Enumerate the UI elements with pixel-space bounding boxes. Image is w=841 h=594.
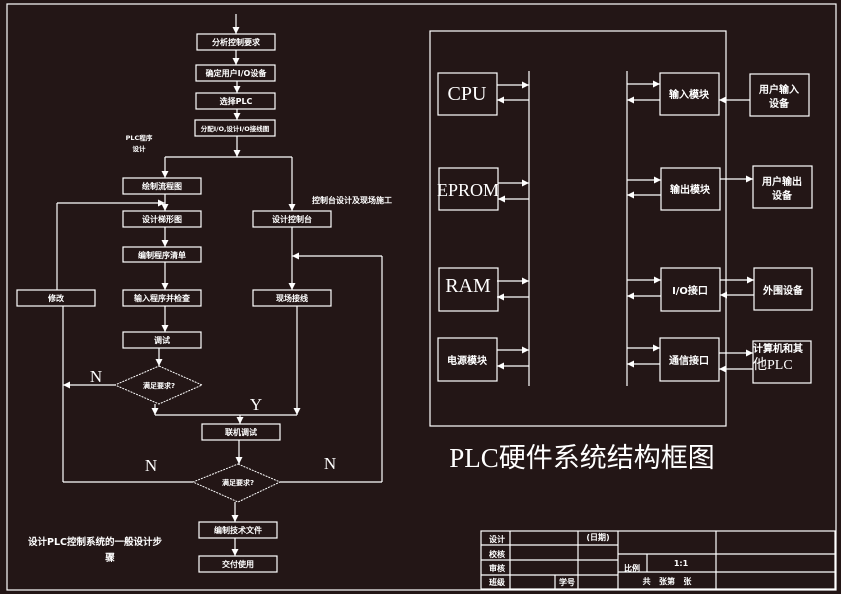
value-scale: 1:1 xyxy=(674,559,689,568)
label-student-no: 学号 xyxy=(559,577,575,587)
device-label-computer-1: 计算机和其 xyxy=(753,342,803,355)
label-date: (日期) xyxy=(586,532,609,542)
label-review: 审核 xyxy=(489,563,505,573)
design-flowchart: 分析控制要求 确定用户I/O设备 选择PLC 分配I/O,设计I/O接线图 PL… xyxy=(16,14,392,573)
step-box-input-program xyxy=(122,289,202,307)
step-label-wiring: 现场接线 xyxy=(276,293,308,303)
module-label-eprom: EPROM xyxy=(437,180,499,200)
module-box-cpu xyxy=(437,72,498,116)
step-box-assign-io xyxy=(194,119,276,137)
label-y-1: Y xyxy=(250,395,262,414)
device-box-user-input xyxy=(749,73,810,117)
decision-diamond-2 xyxy=(191,463,282,503)
hardware-diagram-title: PLC硬件系统结构框图 xyxy=(449,443,715,473)
module-box-comm-interface xyxy=(659,337,720,382)
step-label-console: 设计控制台 xyxy=(272,214,312,224)
step-box-program-list xyxy=(122,246,202,263)
step-box-draw-flow xyxy=(122,177,202,195)
flowchart-caption-line-2: 骤 xyxy=(105,553,115,564)
decision-diamond-1 xyxy=(113,365,204,405)
step-label-input-program: 输入程序并检查 xyxy=(134,293,191,303)
label-n-1: N xyxy=(90,367,102,386)
drawing-frame xyxy=(6,3,837,591)
label-n-2: N xyxy=(145,456,157,475)
step-box-debug xyxy=(122,331,202,349)
device-label-user-input-2: 设备 xyxy=(769,97,790,110)
module-label-input: 输入模块 xyxy=(669,88,710,101)
module-box-ram xyxy=(438,267,499,312)
module-label-output: 输出模块 xyxy=(670,183,711,196)
hardware-diagram: CPU EPROM RAM 电源模块 输入模块 输出模块 I/O接口 通信接口 xyxy=(429,30,813,473)
device-box-peripheral xyxy=(753,267,813,311)
module-label-power: 电源模块 xyxy=(447,354,488,367)
branch-label-console: 控制台设计及现场施工 xyxy=(312,195,392,205)
step-label-ladder: 设计梯形图 xyxy=(142,214,182,224)
step-box-deliver xyxy=(198,555,278,573)
decision-label-2: 满足要求? xyxy=(222,478,254,487)
step-box-select-plc xyxy=(195,92,276,110)
label-class: 班级 xyxy=(489,577,506,587)
step-label-program-list: 编制程序清单 xyxy=(138,250,186,260)
module-label-cpu: CPU xyxy=(448,83,487,105)
step-label-io-devices: 确定用户I/O设备 xyxy=(206,68,268,78)
flowchart-caption-line-1: 设计PLC控制系统的一般设计步 xyxy=(28,536,162,548)
step-label-deliver: 交付使用 xyxy=(222,559,254,569)
step-label-analyze: 分析控制要求 xyxy=(212,37,261,47)
label-scale: 比例 xyxy=(624,563,640,573)
module-box-output xyxy=(660,167,721,211)
step-box-online-debug xyxy=(201,423,281,441)
device-box-computer xyxy=(752,340,812,384)
step-label-online-debug: 联机调试 xyxy=(225,427,257,437)
step-box-tech-docs xyxy=(198,521,278,539)
step-box-io-devices xyxy=(195,64,276,82)
branch-label-plc-program: PLC程序 xyxy=(126,133,153,142)
title-block: 设计 校核 审核 班级 学号 (日期) 比例 1:1 共 张第 张 xyxy=(480,530,836,590)
plc-enclosure xyxy=(429,30,727,427)
device-label-user-output-2: 设备 xyxy=(772,189,793,202)
step-box-ladder xyxy=(122,210,202,228)
label-check: 校核 xyxy=(489,549,505,559)
decision-label-1: 满足要求? xyxy=(143,381,175,390)
step-box-modify xyxy=(16,289,96,307)
step-label-assign-io: 分配I/O,设计I/O接线图 xyxy=(201,124,270,133)
module-label-ram: RAM xyxy=(445,275,491,297)
module-box-io-interface xyxy=(660,267,721,312)
module-box-input xyxy=(659,72,720,116)
module-box-eprom xyxy=(438,167,499,211)
label-design: 设计 xyxy=(489,534,505,544)
label-sheets: 共 张第 张 xyxy=(643,576,693,586)
step-label-draw-flow: 绘制流程图 xyxy=(142,181,182,191)
label-n-3: N xyxy=(324,454,336,473)
module-box-power xyxy=(437,337,498,382)
device-box-user-output xyxy=(752,165,813,209)
step-label-tech-docs: 编制技术文件 xyxy=(214,525,262,535)
device-label-user-input-1: 用户输入 xyxy=(758,83,799,96)
device-label-user-output-1: 用户输出 xyxy=(761,175,802,188)
step-label-select-plc: 选择PLC xyxy=(220,96,253,106)
branch-label-plc-program-2: 设计 xyxy=(133,144,147,153)
step-label-modify: 修改 xyxy=(47,293,65,303)
device-label-computer-2: 他PLC xyxy=(753,357,793,373)
step-label-debug: 调试 xyxy=(154,335,170,345)
module-label-io-interface: I/O接口 xyxy=(672,284,708,297)
module-label-comm-interface: 通信接口 xyxy=(669,354,709,367)
device-label-peripheral: 外围设备 xyxy=(762,284,804,297)
step-box-wiring xyxy=(252,289,332,307)
